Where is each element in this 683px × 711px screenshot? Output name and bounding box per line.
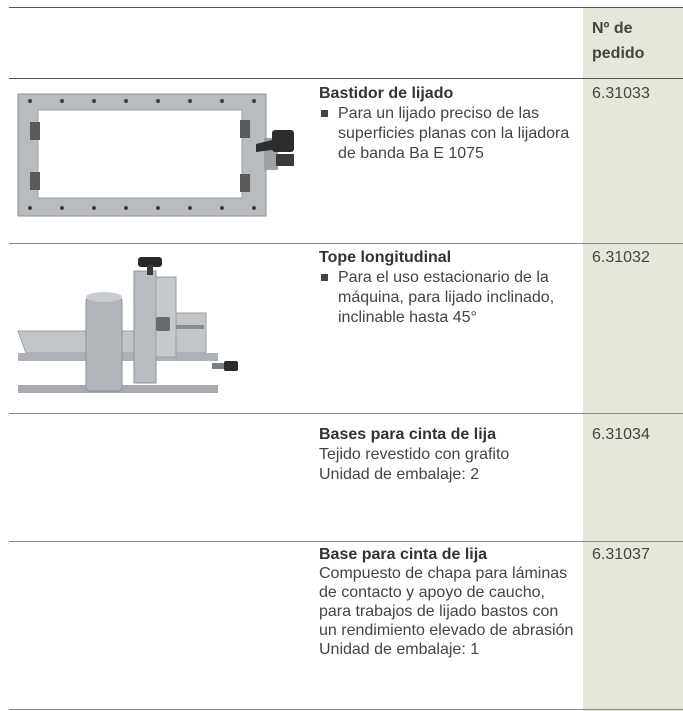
product-feature: Para un lijado preciso de las superficie… — [319, 104, 577, 164]
order-number: 6.31033 — [592, 85, 650, 102]
table-row: Base para cinta de lija Compuesto de cha… — [0, 541, 683, 709]
order-number: 6.31032 — [592, 249, 650, 266]
sanding-frame-image — [17, 93, 294, 217]
length-stop-image — [17, 257, 238, 393]
order-number: 6.31034 — [592, 426, 650, 443]
product-title: Bases para cinta de lija — [319, 426, 496, 443]
table-row: Bases para cinta de lija Tejido revestid… — [0, 413, 683, 541]
packaging-unit: Unidad de embalaje: 2 — [319, 466, 480, 483]
product-title: Tope longitudinal — [319, 249, 452, 266]
product-feature: Para el uso estacionario de la máquina, … — [319, 268, 577, 328]
table-row: Bastidor de lijado Para un lijado precis… — [0, 78, 683, 243]
row-divider — [9, 243, 683, 244]
product-detail: Compuesto de chapa para láminas de conta… — [319, 565, 574, 639]
product-description: Bases para cinta de lija Tejido revestid… — [319, 425, 577, 485]
table-row: Tope longitudinal Para el uso estacionar… — [0, 243, 683, 413]
order-number-column-background — [583, 7, 683, 711]
product-description: Bastidor de lijado Para un lijado precis… — [319, 84, 577, 164]
table-bottom-rule — [9, 709, 683, 710]
product-description: Tope longitudinal Para el uso estacionar… — [319, 248, 577, 328]
product-description: Base para cinta de lija Compuesto de cha… — [319, 545, 577, 659]
product-detail: Tejido revestido con grafito — [319, 446, 510, 463]
header-bottom-rule — [9, 78, 683, 79]
packaging-unit: Unidad de embalaje: 1 — [319, 641, 480, 658]
product-title: Base para cinta de lija — [319, 546, 488, 563]
row-divider — [9, 413, 683, 414]
row-divider — [9, 541, 683, 542]
order-number-header: Nº de pedido — [592, 20, 645, 62]
table-top-rule — [9, 7, 683, 8]
order-number: 6.31037 — [592, 546, 650, 563]
product-title: Bastidor de lijado — [319, 85, 454, 102]
